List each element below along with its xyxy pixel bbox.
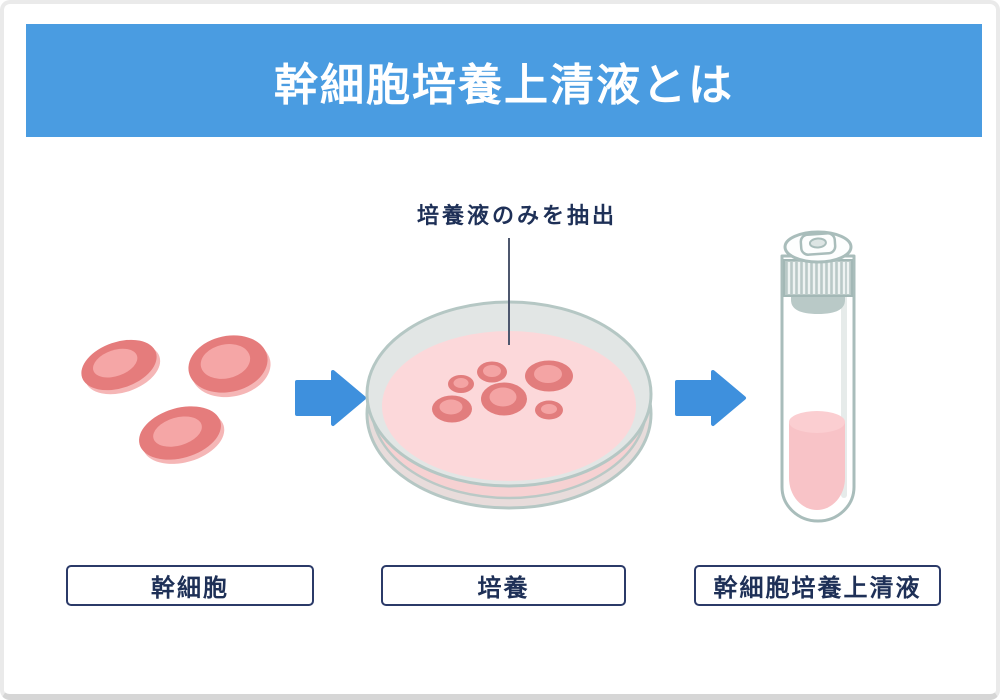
cultured-cell [481, 382, 527, 416]
cap-knurl-band [783, 259, 853, 297]
cultured-cell [448, 375, 474, 393]
supernatant-liquid [789, 422, 845, 510]
extraction-annotation: 培養液のみを抽出 [416, 203, 617, 228]
flow-arrow-icon [295, 370, 366, 426]
annotation-pointer-line [508, 238, 510, 345]
step-label-supernatant: 幹細胞培養上清液 [694, 565, 941, 606]
stem-cells-illustration [81, 335, 271, 464]
cultured-cell [535, 400, 563, 420]
cap-plug [791, 292, 845, 314]
supernatant-surface [789, 411, 845, 433]
petri-dish-illustration [365, 300, 653, 510]
step-label-culture: 培養 [381, 565, 626, 606]
cap-top-tab [799, 232, 837, 256]
cultured-cell [477, 361, 507, 383]
cultured-cells [432, 360, 573, 423]
stem-cell [81, 339, 161, 395]
step-label-stem-cells: 幹細胞 [66, 565, 314, 606]
test-tube-illustration [780, 230, 856, 523]
cultured-cell [525, 360, 573, 392]
title-banner: 幹細胞培養上清液とは [26, 24, 982, 137]
flow-arrow-icon [675, 370, 746, 426]
cultured-cell [432, 395, 472, 423]
stem-cell [139, 406, 225, 464]
stem-cell [188, 335, 271, 398]
page-title: 幹細胞培養上清液とは [274, 60, 734, 110]
